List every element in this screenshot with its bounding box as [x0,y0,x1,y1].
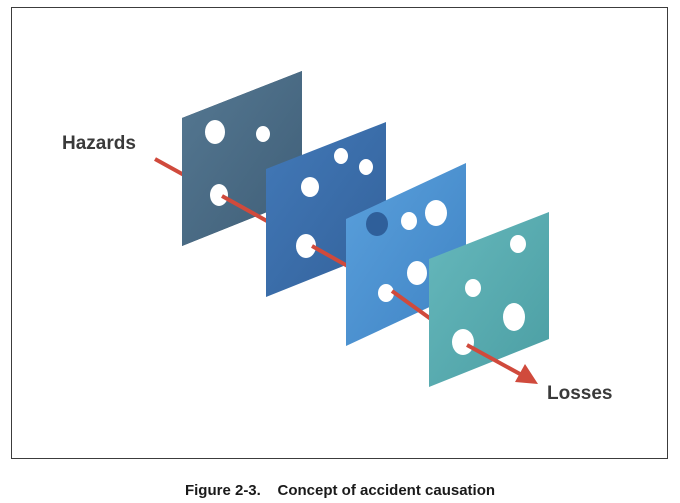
slice-4 [429,212,549,387]
slice-4-hole [510,235,526,253]
figure-caption: Figure 2-3. Concept of accident causatio… [184,482,496,499]
losses-label: Losses [547,383,613,404]
slice-3-hole [425,200,447,226]
arrow-front [466,343,521,376]
slice-2-hole [296,234,316,258]
figure-frame: Hazards Losses [11,7,668,459]
slice-2-hole [359,159,373,175]
slice-3-hole [378,284,394,302]
hazards-label: Hazards [62,133,136,154]
slice-2-hole [334,148,348,164]
slice-3-hole [401,212,417,230]
slice-4-hole [465,279,481,297]
arrow-head [515,364,538,384]
slice-1-hole [205,120,225,144]
slice-4-hole [452,329,474,355]
slice-2-hole [301,177,319,197]
swiss-cheese-diagram [154,71,549,387]
slice-3-hole [366,212,388,236]
slice-1-hole [256,126,270,142]
slice-3-hole [407,261,427,285]
slice-1-hole [210,184,228,206]
slice-4-hole [503,303,525,331]
